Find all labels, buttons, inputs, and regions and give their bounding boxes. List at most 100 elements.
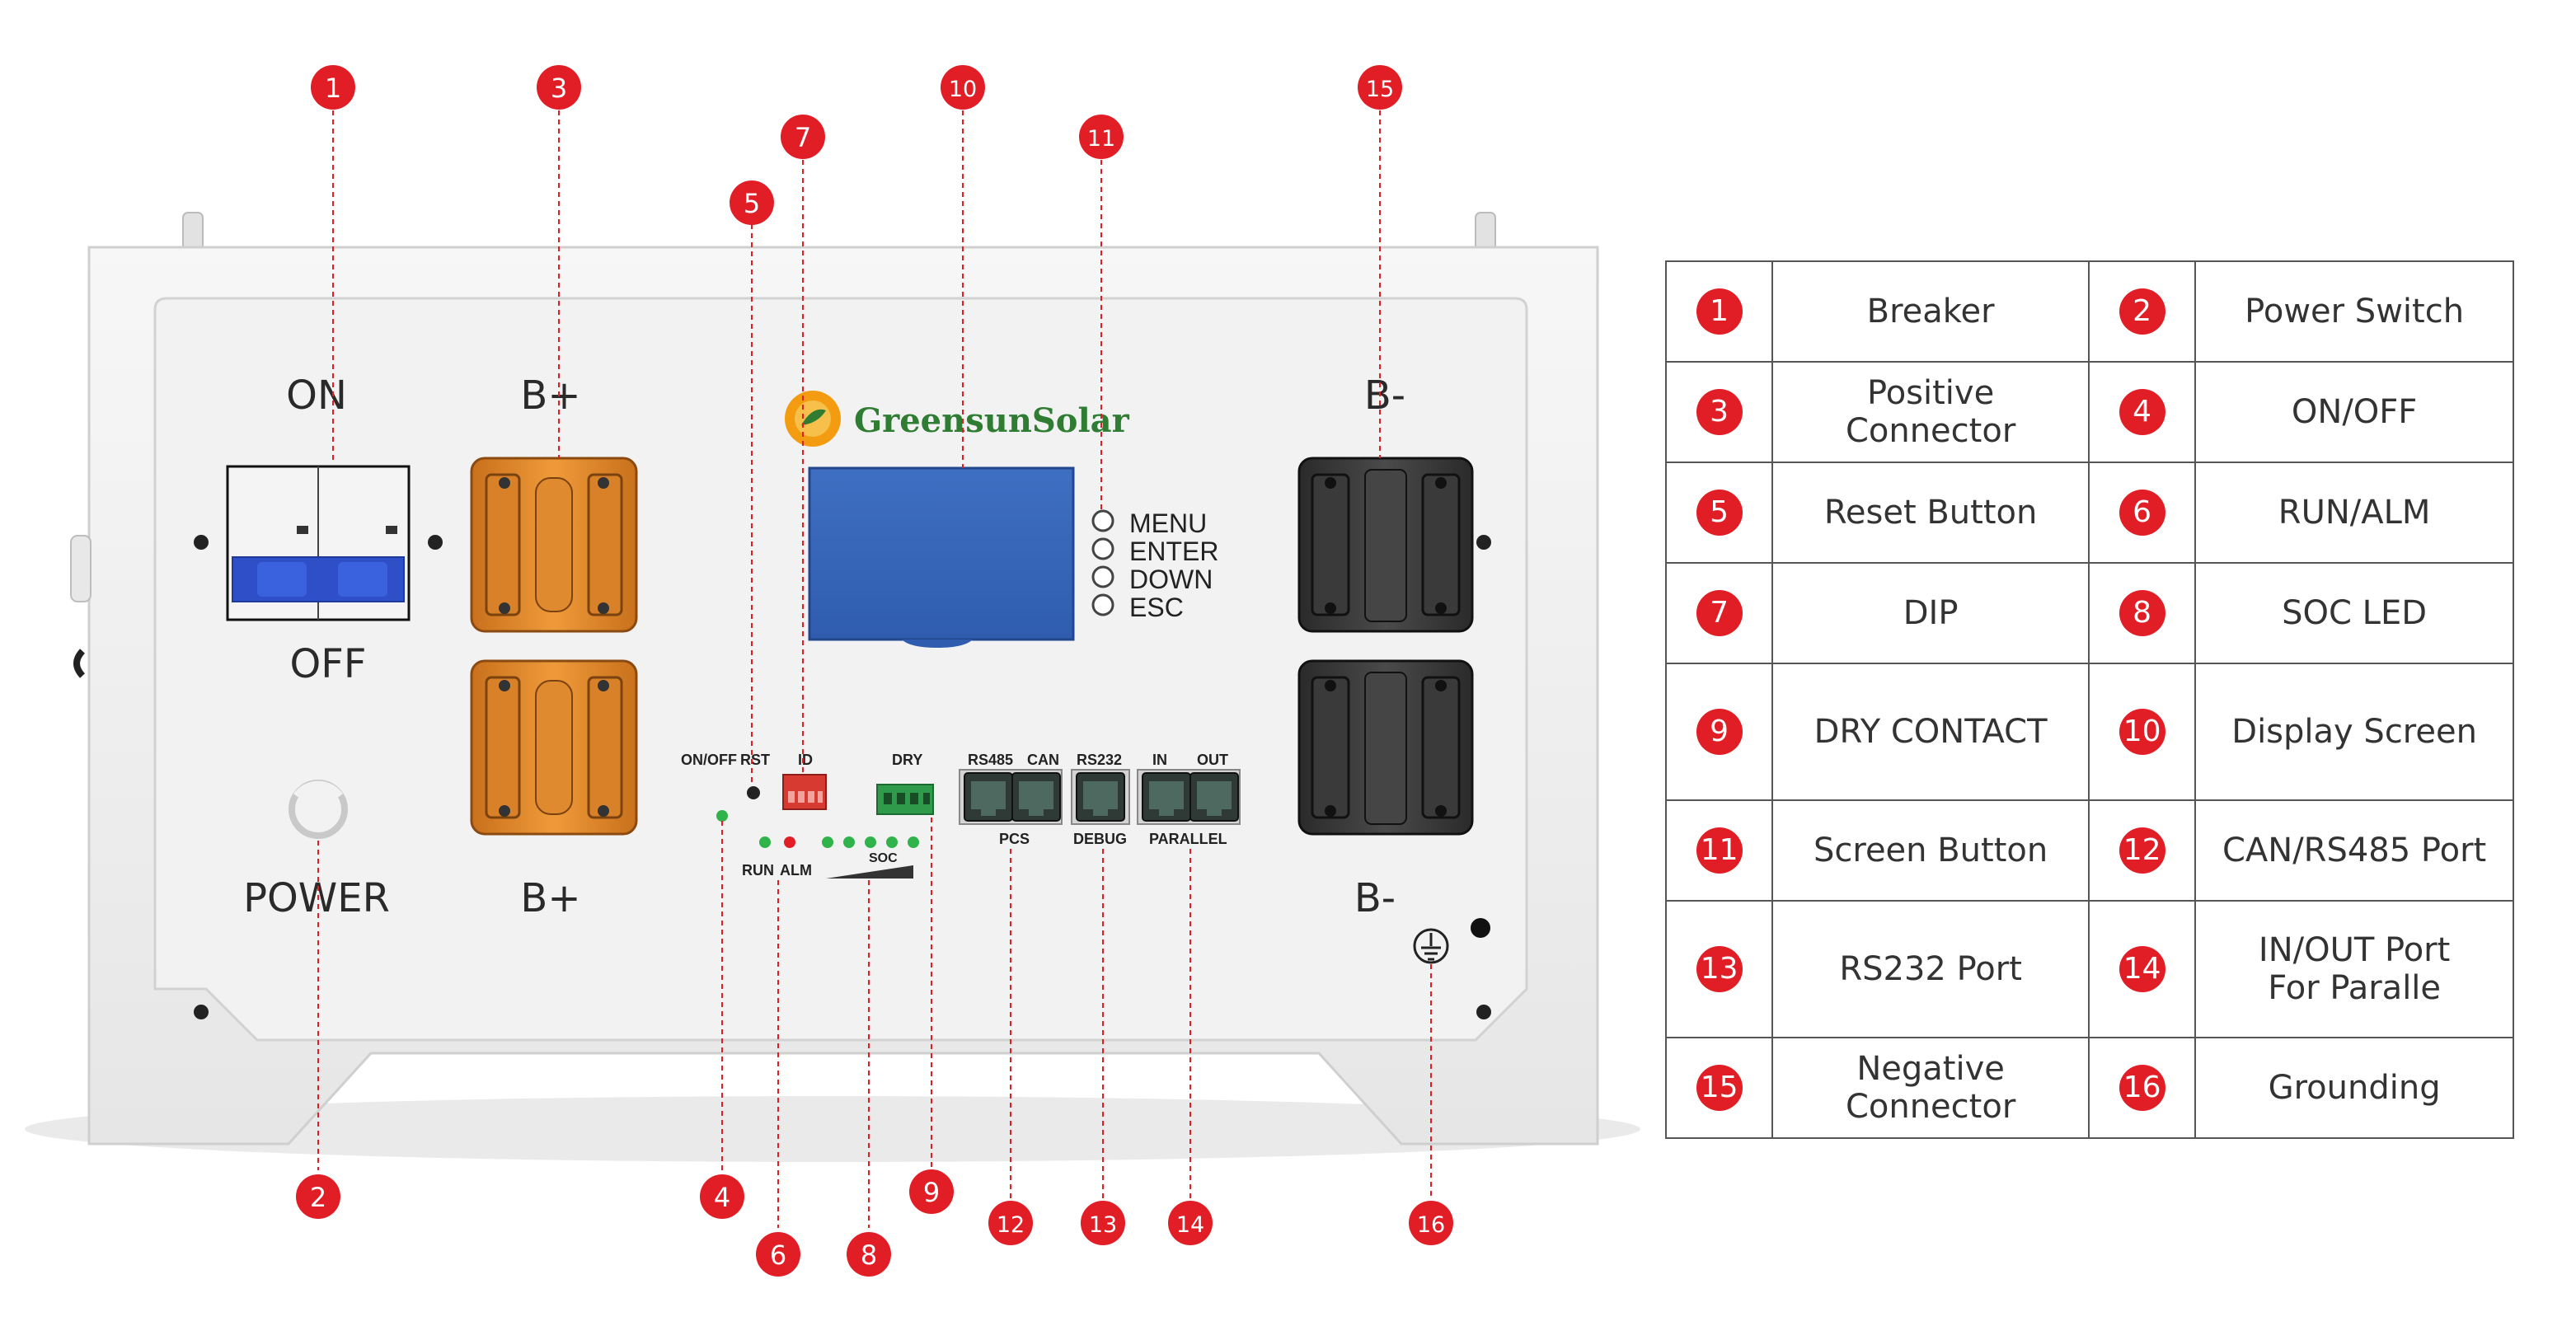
callout-10: 10 bbox=[941, 65, 985, 110]
legend-label: DIP bbox=[1771, 562, 2090, 664]
soc-label: SOC bbox=[869, 851, 898, 865]
screw bbox=[428, 535, 443, 550]
legend-label: DRY CONTACT bbox=[1771, 663, 2090, 801]
dip-switch[interactable] bbox=[782, 774, 827, 810]
legend-label: ON/OFF bbox=[2194, 361, 2514, 463]
legend-badge: 8 bbox=[2119, 590, 2165, 636]
legend-num-cell: 4 bbox=[2087, 361, 2197, 463]
legend-badge: 11 bbox=[1696, 827, 1743, 874]
legend-label: Negative Connector bbox=[1771, 1037, 2090, 1139]
leader-lines bbox=[317, 110, 1432, 1228]
legend-num-cell: 2 bbox=[2087, 260, 2197, 363]
soc-leds bbox=[822, 836, 919, 848]
svg-text:1: 1 bbox=[325, 73, 341, 104]
legend-badge: 16 bbox=[2119, 1065, 2165, 1111]
svg-text:15: 15 bbox=[1366, 77, 1394, 102]
legend-label-line: IN/OUT Port bbox=[2258, 931, 2451, 969]
legend-num-cell: 12 bbox=[2087, 799, 2197, 902]
side-hook bbox=[73, 649, 86, 678]
legend-badge: 1 bbox=[1696, 288, 1743, 335]
callout-2: 2 bbox=[296, 1174, 340, 1219]
callout-16: 16 bbox=[1409, 1201, 1453, 1245]
down-button[interactable] bbox=[1091, 565, 1114, 588]
b-minus-label-top: B- bbox=[1364, 372, 1405, 419]
svg-text:16: 16 bbox=[1417, 1212, 1445, 1238]
in-label: IN bbox=[1152, 752, 1167, 768]
callout-3: 3 bbox=[537, 65, 581, 110]
screw bbox=[1476, 535, 1491, 550]
legend-num-cell: 1 bbox=[1664, 260, 1774, 363]
alm-label: ALM bbox=[780, 862, 812, 879]
legend-label: Reset Button bbox=[1771, 462, 2090, 564]
legend-badge: 3 bbox=[1696, 389, 1743, 435]
screen-buttons bbox=[1091, 509, 1114, 616]
b-plus-label-top: B+ bbox=[520, 372, 580, 419]
callout-14: 14 bbox=[1168, 1201, 1213, 1245]
reset-button[interactable] bbox=[747, 786, 760, 799]
legend-label-line: For Paralle bbox=[2268, 969, 2442, 1007]
legend-badge: 7 bbox=[1696, 590, 1743, 636]
legend-table: 1 Breaker 2 Power Switch 3 Positive Conn… bbox=[1664, 260, 2514, 1139]
rst-label: RST bbox=[740, 752, 770, 768]
svg-text:9: 9 bbox=[923, 1177, 940, 1208]
svg-text:4: 4 bbox=[714, 1182, 730, 1213]
positive-connector-bottom[interactable] bbox=[470, 659, 638, 836]
legend-badge: 6 bbox=[2119, 490, 2165, 536]
legend-label: Power Switch bbox=[2194, 260, 2514, 363]
rs232-port[interactable] bbox=[1071, 769, 1130, 825]
callout-12: 12 bbox=[988, 1201, 1033, 1245]
legend-row: 11 Screen Button 12 CAN/RS485 Port bbox=[1664, 799, 2514, 902]
enter-label: ENTER bbox=[1129, 536, 1218, 566]
legend-badge: 5 bbox=[1696, 490, 1743, 536]
enter-button[interactable] bbox=[1091, 537, 1114, 560]
legend-num-cell: 6 bbox=[2087, 462, 2197, 564]
power-switch[interactable] bbox=[289, 780, 348, 839]
legend-row: 3 Positive Connector 4 ON/OFF bbox=[1664, 361, 2514, 463]
negative-connector-bottom[interactable] bbox=[1297, 659, 1474, 836]
run-led bbox=[759, 836, 771, 848]
legend-num-cell: 8 bbox=[2087, 562, 2197, 664]
alm-led bbox=[784, 836, 795, 848]
battery-diagram: ON OFF POWER B+ B+ GreensunSolar MENU EN… bbox=[25, 65, 1640, 1277]
legend-num-cell: 15 bbox=[1664, 1037, 1774, 1139]
legend-row: 9 DRY CONTACT 10 Display Screen bbox=[1664, 663, 2514, 801]
callout-7: 7 bbox=[781, 115, 825, 159]
negative-connector-top[interactable] bbox=[1297, 457, 1474, 633]
breaker[interactable] bbox=[226, 465, 411, 621]
esc-button[interactable] bbox=[1091, 593, 1114, 616]
off-label: OFF bbox=[290, 641, 367, 687]
positive-connector-top[interactable] bbox=[470, 457, 638, 633]
brand-name: GreensunSolar bbox=[854, 401, 1130, 440]
parallel-label: PARALLEL bbox=[1149, 831, 1227, 847]
legend-num-cell: 9 bbox=[1664, 663, 1774, 801]
debug-label: DEBUG bbox=[1073, 831, 1127, 847]
parallel-port[interactable] bbox=[1137, 769, 1241, 825]
dry-contact[interactable] bbox=[876, 784, 934, 815]
legend-row: 5 Reset Button 6 RUN/ALM bbox=[1664, 462, 2514, 564]
legend-label: Display Screen bbox=[2194, 663, 2514, 801]
legend-row: 15 Negative Connector 16 Grounding bbox=[1664, 1037, 2514, 1139]
rs485-can-port[interactable] bbox=[959, 769, 1063, 825]
sun-logo-icon bbox=[785, 391, 841, 447]
legend-label: Breaker bbox=[1771, 260, 2090, 363]
legend-label: RS232 Port bbox=[1771, 900, 2090, 1038]
screw bbox=[1476, 1005, 1491, 1019]
svg-text:3: 3 bbox=[551, 73, 567, 104]
menu-button[interactable] bbox=[1091, 509, 1114, 532]
legend-row: 7 DIP 8 SOC LED bbox=[1664, 562, 2514, 664]
legend-num-cell: 10 bbox=[2087, 663, 2197, 801]
legend-num-cell: 11 bbox=[1664, 799, 1774, 902]
legend-badge: 4 bbox=[2119, 389, 2165, 435]
legend-badge: 15 bbox=[1696, 1065, 1743, 1111]
callout-8: 8 bbox=[847, 1232, 891, 1277]
grounding-icon bbox=[1413, 928, 1449, 964]
callout-4: 4 bbox=[700, 1174, 744, 1219]
legend-badge: 9 bbox=[1696, 709, 1743, 755]
display-screen bbox=[808, 466, 1075, 648]
rs485-label: RS485 bbox=[968, 752, 1013, 768]
svg-text:12: 12 bbox=[997, 1212, 1025, 1238]
callout-13: 13 bbox=[1081, 1201, 1125, 1245]
screw bbox=[194, 1005, 209, 1019]
legend-badge: 14 bbox=[2119, 946, 2165, 992]
